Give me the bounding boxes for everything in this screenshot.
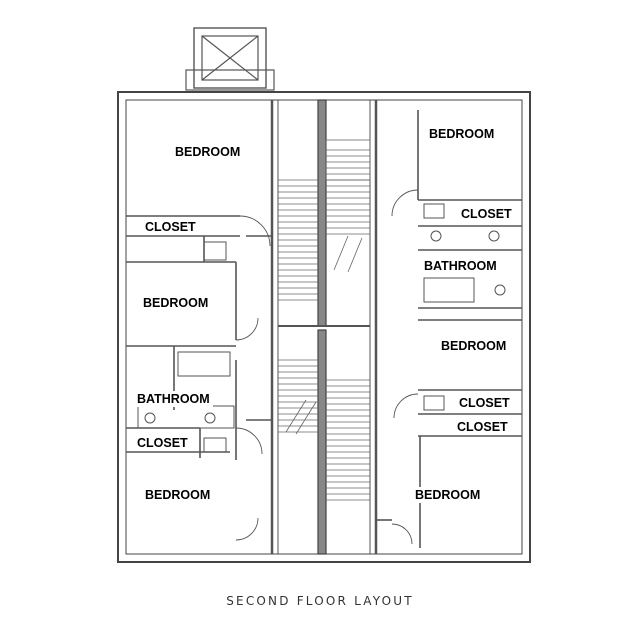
room-label-closet-lower-left: CLOSET: [134, 435, 191, 451]
roof-hatch: [185, 27, 275, 91]
room-label-closet-mid-right: CLOSET: [456, 395, 513, 411]
room-label-bedroom-middle-right: BEDROOM: [438, 338, 510, 354]
room-label-closet-upper-right: CLOSET: [458, 206, 515, 222]
room-label-bedroom-top-left: BEDROOM: [172, 144, 244, 160]
room-label-bathroom-left: BATHROOM: [134, 391, 213, 407]
lower-stair: [278, 359, 370, 501]
room-label-bedroom-bottom-right: BEDROOM: [412, 487, 484, 503]
upper-stair: [278, 139, 371, 301]
room-label-bedroom-bottom-left: BEDROOM: [142, 487, 214, 503]
room-label-bedroom-middle-left: BEDROOM: [140, 295, 212, 311]
room-label-closet-upper-left: CLOSET: [142, 219, 199, 235]
right-unit-walls: [376, 110, 522, 548]
room-label-bedroom-top-right: BEDROOM: [426, 126, 498, 142]
room-label-bathroom-right: BATHROOM: [421, 258, 500, 274]
central-corridor: [270, 99, 378, 555]
left-unit-walls: [126, 215, 272, 541]
room-label-closet-lower-right: CLOSET: [454, 419, 511, 435]
plan-caption: SECOND FLOOR LAYOUT: [226, 594, 414, 608]
